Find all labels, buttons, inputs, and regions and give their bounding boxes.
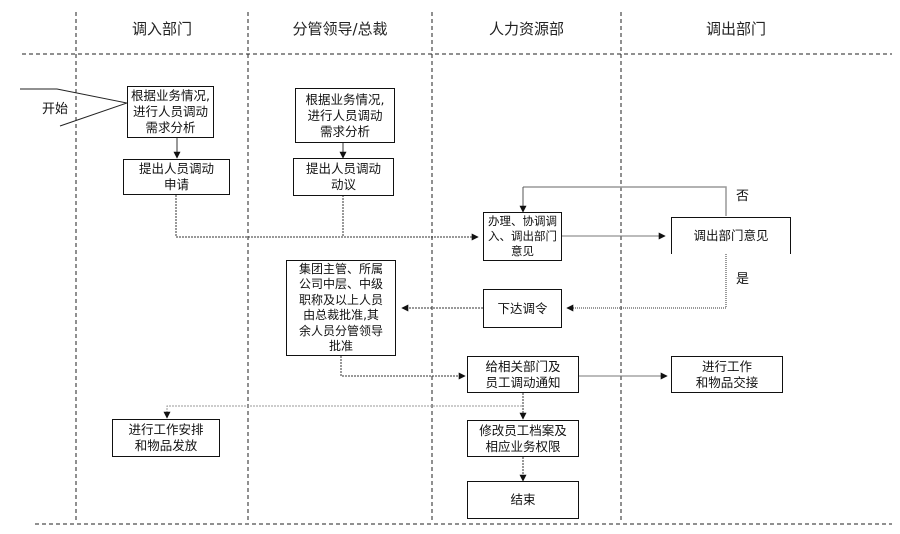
node-text: 给相关部门及 员工调动通知 [485, 358, 561, 390]
node-out-opinion[interactable]: 调出部门意见 [671, 217, 791, 254]
node-in-analysis[interactable]: 根据业务情况, 进行人员调动 需求分析 [127, 86, 214, 138]
connector-no [523, 186, 727, 216]
node-end[interactable]: 结束 [467, 481, 579, 519]
node-hr-notify[interactable]: 给相关部门及 员工调动通知 [467, 356, 579, 393]
node-text: 结束 [510, 492, 536, 507]
connector-yes [566, 254, 727, 312]
node-in-apply[interactable]: 提出人员调动 申请 [123, 159, 230, 195]
connector [175, 195, 479, 241]
node-text: 修改员工档案及 相应业务权限 [479, 422, 567, 454]
node-text: 提出人员调动 动议 [305, 161, 381, 192]
node-approval[interactable]: 集团主管、所属 公司中层、中级 职称及以上人员 由总裁批准,其 余人员分管领导 … [286, 260, 396, 356]
node-lead-analysis[interactable]: 根据业务情况, 进行人员调动 需求分析 [295, 88, 395, 143]
node-text: 提出人员调动 申请 [138, 161, 214, 192]
node-hr-order[interactable]: 下达调令 [483, 289, 562, 328]
node-text: 根据业务情况, 进行人员调动 需求分析 [131, 88, 210, 135]
node-lead-propose[interactable]: 提出人员调动 动议 [293, 158, 394, 196]
node-in-arrange[interactable]: 进行工作安排 和物品发放 [112, 419, 220, 457]
node-text: 进行工作 和物品交接 [695, 358, 759, 390]
start-shape [20, 88, 129, 127]
decision-yes-label: 是 [736, 272, 750, 287]
lane-title-transfer-in: 调入部门 [131, 20, 192, 38]
decision-no-label: 否 [736, 189, 750, 204]
lane-title-leadership: 分管领导/总裁 [292, 20, 388, 38]
node-hr-coordinate[interactable]: 办理、协调调 入、调出部门 意见 [483, 212, 562, 261]
lane-title-transfer-out: 调出部门 [705, 20, 766, 38]
node-text: 进行工作安排 和物品发放 [128, 422, 204, 453]
node-text: 下达调令 [497, 300, 548, 316]
node-text: 办理、协调调 入、调出部门 意见 [488, 214, 557, 258]
connector [340, 356, 466, 380]
connector [163, 405, 522, 419]
node-text: 根据业务情况, 进行人员调动 需求分析 [305, 91, 385, 139]
lane-title-hr: 人力资源部 [488, 20, 564, 38]
node-text: 集团主管、所属 公司中层、中级 职称及以上人员 由总裁批准,其 余人员分管领导 … [298, 261, 383, 354]
node-hr-update[interactable]: 修改员工档案及 相应业务权限 [467, 420, 579, 457]
node-text: 调出部门意见 [693, 228, 769, 243]
node-out-handover[interactable]: 进行工作 和物品交接 [671, 356, 783, 393]
start-label: 开始 [42, 102, 69, 117]
